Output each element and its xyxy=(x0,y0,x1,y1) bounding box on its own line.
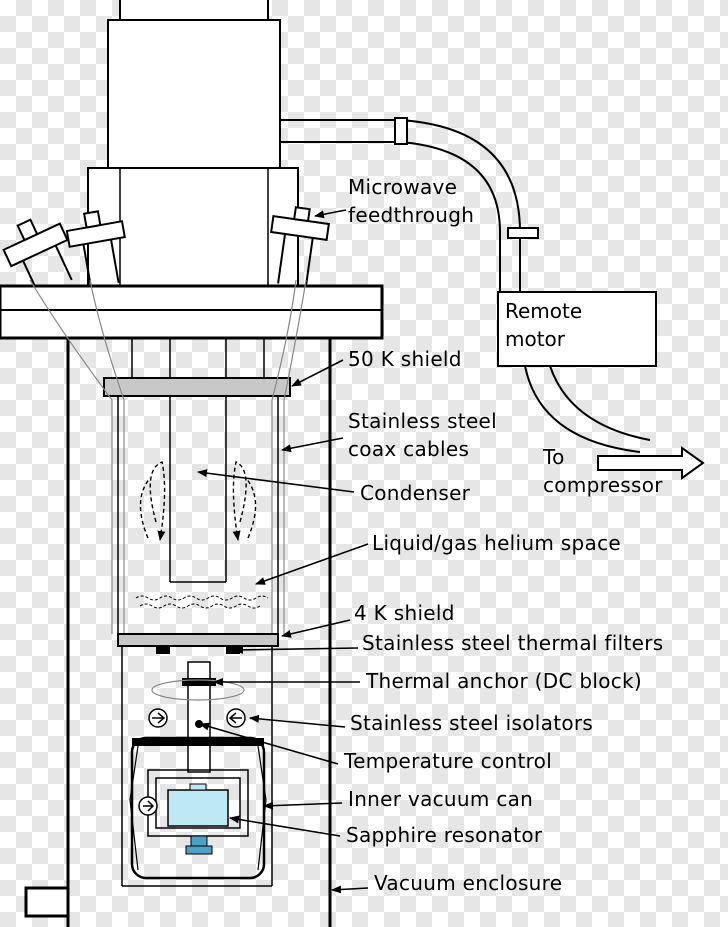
arrow-condenser xyxy=(197,469,355,493)
sapphire-resonator-label: Sapphire resonator xyxy=(346,823,543,847)
compressor-line xyxy=(524,365,651,453)
shield-4k-walls xyxy=(121,646,273,887)
inner-vacuum-can-label: Inner vacuum can xyxy=(348,787,533,811)
arrow-helium xyxy=(255,543,369,585)
coax-label-1: Stainless steel xyxy=(348,409,497,433)
arrow-sapphire xyxy=(229,815,341,837)
vacuum-enclosure xyxy=(66,338,332,927)
isolator-icons xyxy=(148,708,246,728)
shield-50k-label: 50 K shield xyxy=(348,347,462,371)
circulator-icon xyxy=(138,796,158,816)
shield-50k-walls xyxy=(117,396,279,634)
sapphire-crystal xyxy=(167,789,229,827)
compressor-arrow-icon xyxy=(597,446,705,480)
temperature-control-label: Temperature control xyxy=(343,749,552,773)
arrow-coax xyxy=(281,437,344,453)
to-compressor-label-1: To xyxy=(542,445,565,469)
top-flange xyxy=(0,284,384,340)
sapphire-crystal-top xyxy=(189,783,207,791)
resonator-post xyxy=(190,835,208,847)
remote-motor-label-1: Remote xyxy=(505,299,582,323)
arrow-isolators xyxy=(249,714,346,728)
arrow-vacuum xyxy=(331,885,369,894)
microwave-label-1: Microwave xyxy=(348,175,457,199)
helium-space-label: Liquid/gas helium space xyxy=(372,531,621,555)
isolators-label: Stainless steel isolators xyxy=(350,711,593,735)
shield-4k-plate xyxy=(117,633,279,647)
coax-cable-lines xyxy=(29,279,307,634)
thermal-anchor-block xyxy=(182,678,216,686)
shield-4k-label: 4 K shield xyxy=(354,601,455,625)
pulse-tube-stages xyxy=(131,338,265,583)
helium-line xyxy=(280,117,539,292)
internal-cables xyxy=(129,745,267,871)
enclosure-port xyxy=(24,886,70,918)
condensation-arrows xyxy=(139,461,257,541)
arrow-temperature xyxy=(199,722,339,765)
arrow-50k xyxy=(291,359,344,387)
coax-label-2: coax cables xyxy=(348,437,469,461)
arrow-ivc xyxy=(263,801,343,810)
thermal-filter-blocks xyxy=(156,646,240,654)
remote-motor-box xyxy=(497,291,657,367)
cable-loop xyxy=(151,679,245,701)
remote-motor-label-2: motor xyxy=(505,327,566,351)
thermal-anchor-label: Thermal anchor (DC block) xyxy=(365,669,642,693)
feedthrough-ports xyxy=(2,206,330,296)
leader-arrows xyxy=(197,209,369,894)
arrow-filters xyxy=(233,645,359,654)
to-compressor-label-2: compressor xyxy=(543,473,663,497)
shield-50k-plate xyxy=(103,377,291,397)
inner-vacuum-can-lid xyxy=(132,738,264,746)
resonator-post-base xyxy=(185,845,213,855)
condenser-label: Condenser xyxy=(360,481,471,505)
thermal-filters-label: Stainless steel thermal filters xyxy=(362,631,663,655)
arrow-microwave xyxy=(314,209,347,219)
arrow-4k xyxy=(281,619,351,638)
helium-surface xyxy=(135,595,269,609)
vacuum-enclosure-label: Vacuum enclosure xyxy=(374,871,562,895)
microwave-label-2: feedthrough xyxy=(348,203,474,227)
